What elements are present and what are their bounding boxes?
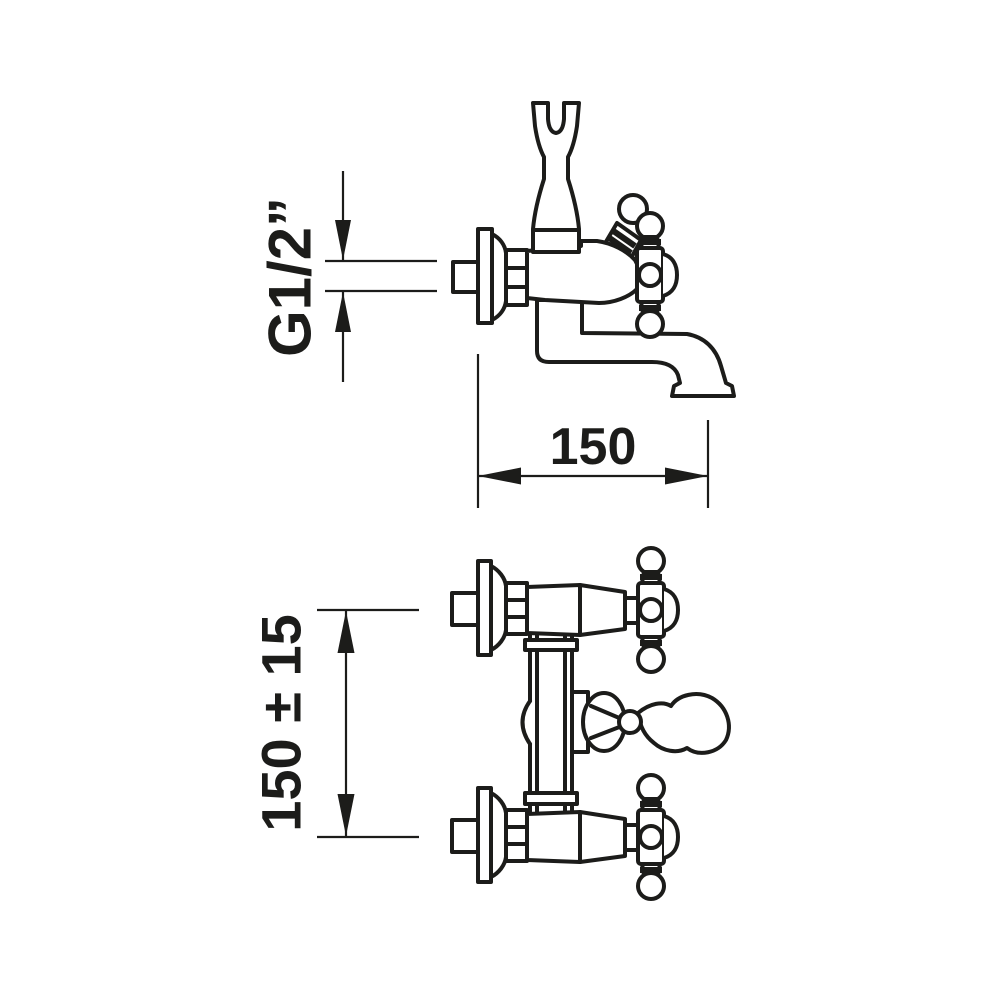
cross-handle: [638, 775, 678, 899]
cross-handle: [637, 213, 677, 337]
side-view: [451, 101, 736, 398]
riser-pipe: [520, 631, 579, 816]
lever-assembly: [570, 690, 731, 755]
front-view: [450, 548, 731, 899]
spout-reach-label: 150: [550, 418, 637, 476]
dimension-mount-distance: 150 ± 15: [250, 608, 419, 839]
dimension-spout-reach: 150: [476, 354, 710, 508]
lever-handle: [636, 692, 731, 755]
thread-size-label: G1/2”: [257, 197, 324, 357]
hose-fork-column: [531, 101, 581, 254]
mount-distance-label: 150 ± 15: [250, 614, 313, 832]
dimension-thread-size: G1/2”: [257, 171, 437, 382]
spout: [535, 298, 736, 398]
cross-handle: [638, 548, 678, 672]
